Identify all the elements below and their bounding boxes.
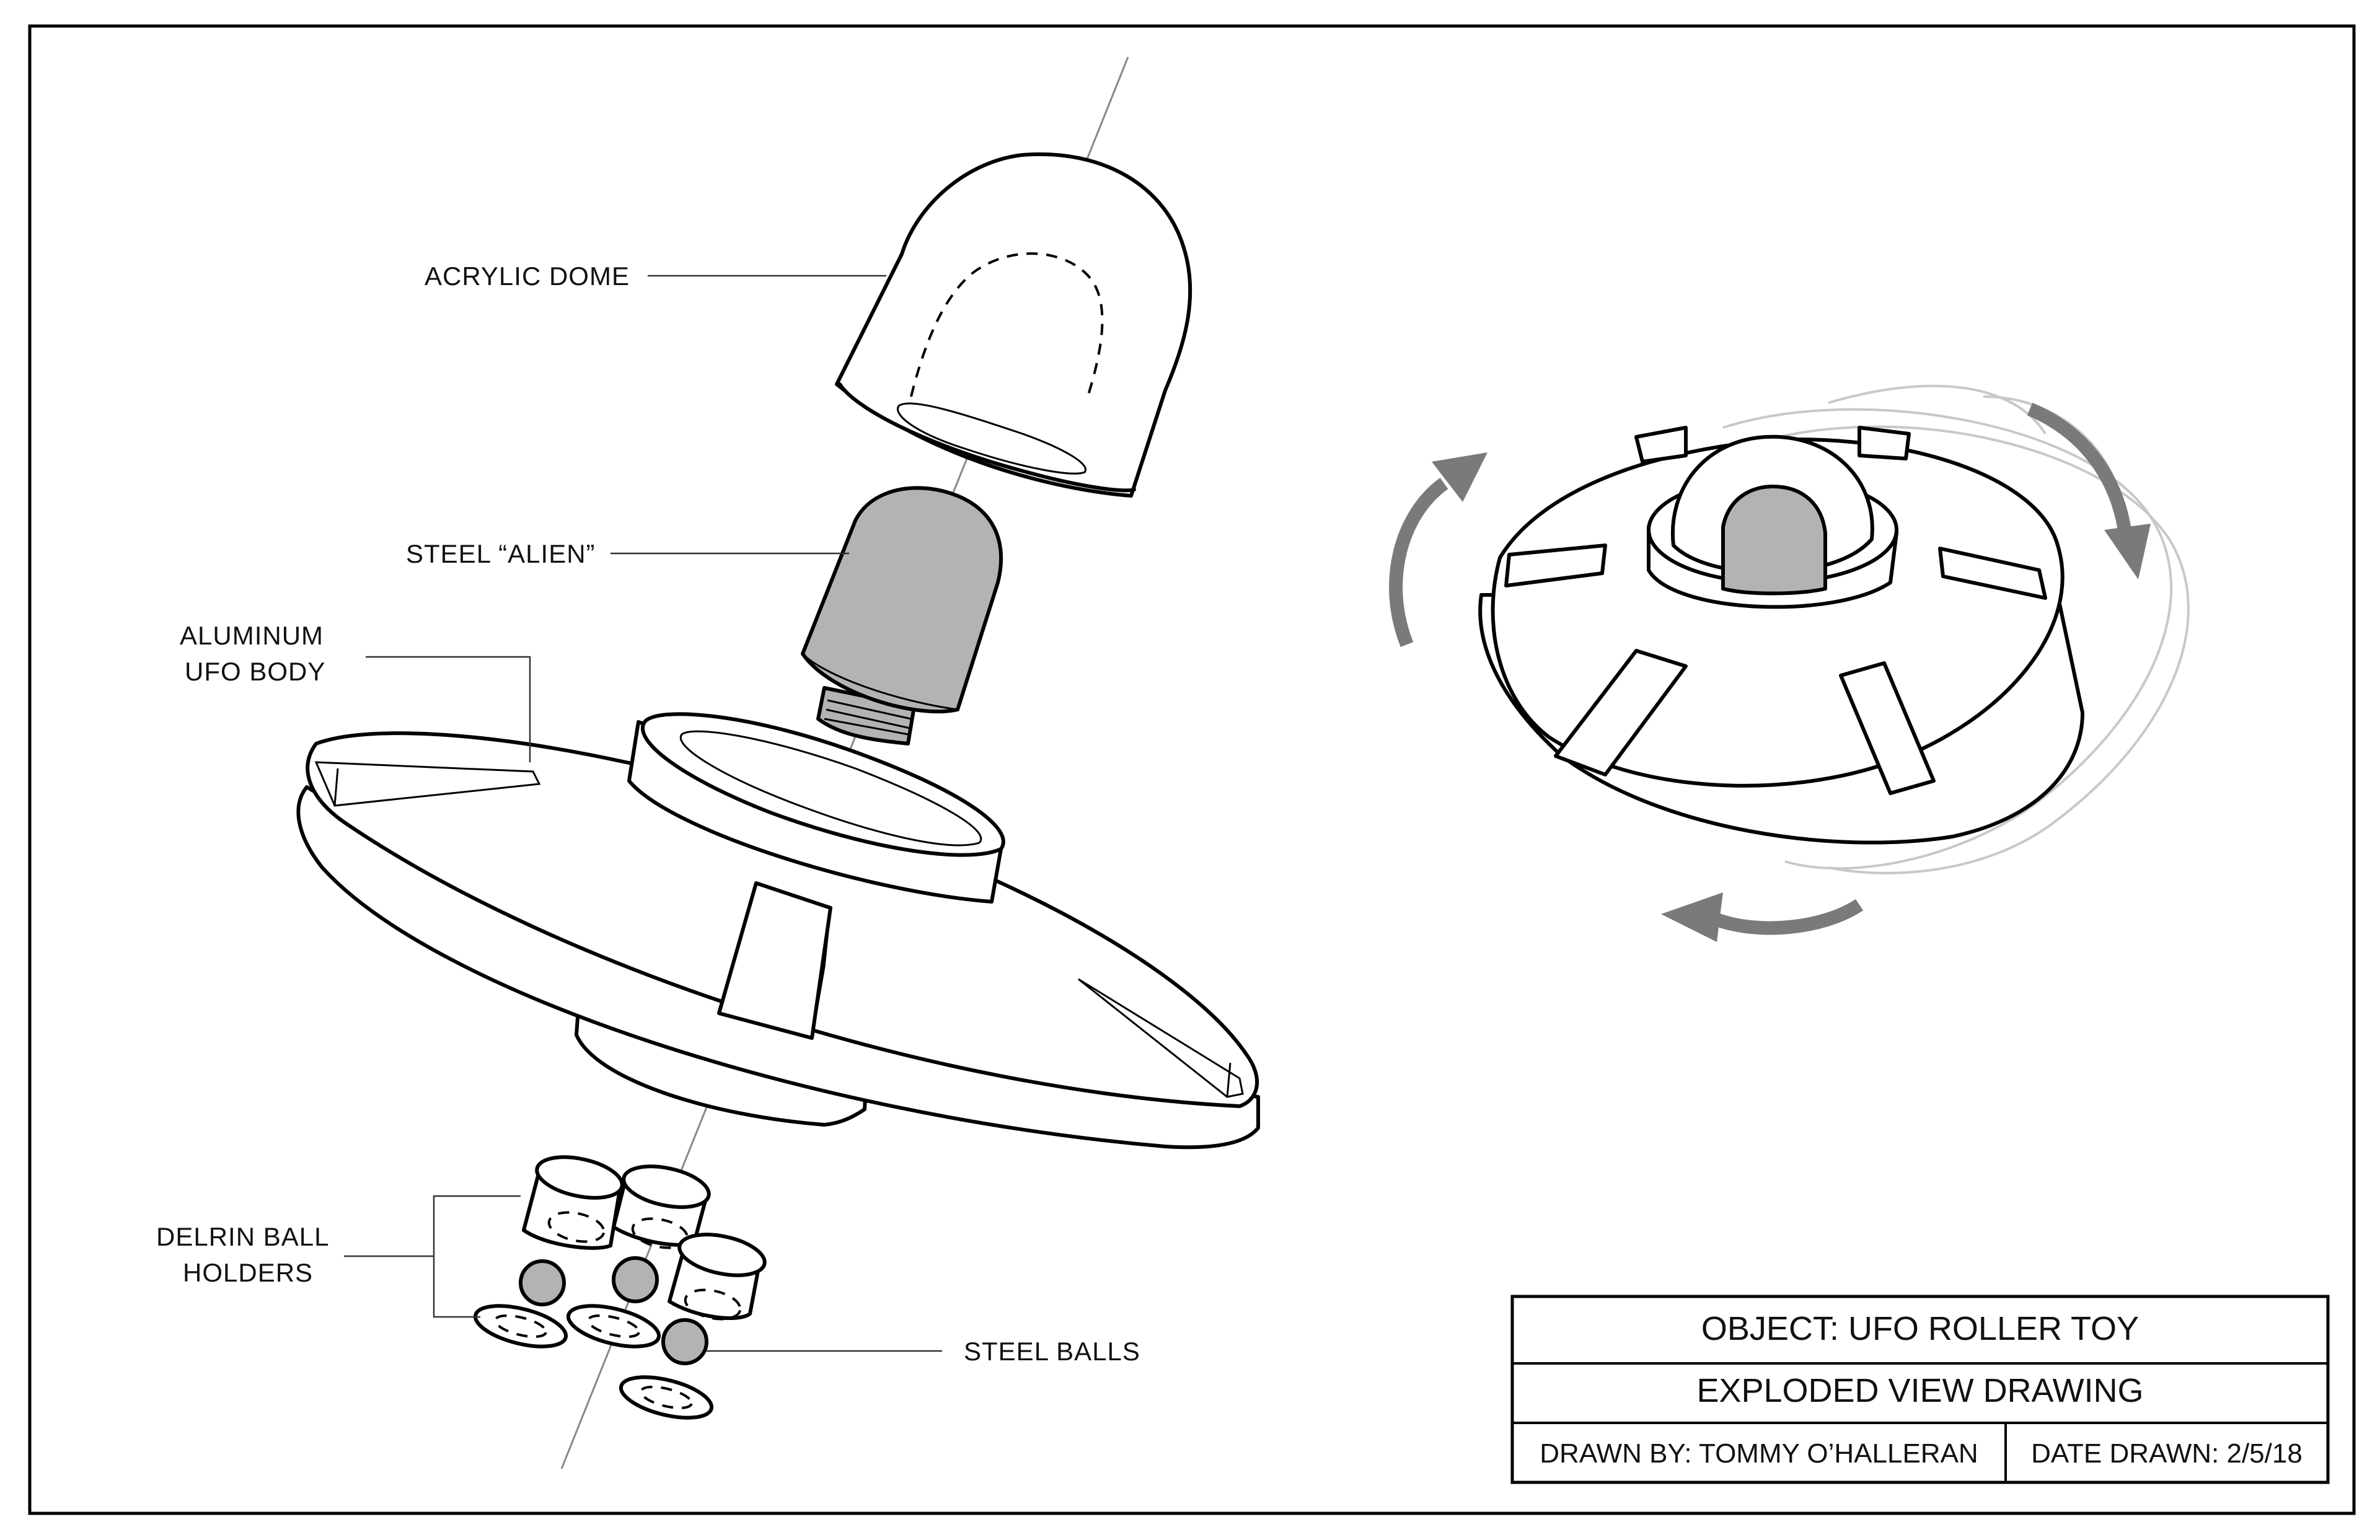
arrow-head-right: [2104, 524, 2151, 579]
ufo-body-part: [296, 712, 1260, 1150]
label-ball-holders-line2: HOLDERS: [183, 1258, 313, 1287]
arrow-head-left: [1432, 452, 1488, 502]
label-ufo-body-line2: UFO BODY: [185, 657, 325, 686]
exploded-view: ACRYLIC DOME STEEL “ALIEN” ALUMINUM UFO …: [156, 56, 1260, 1469]
acrylic-dome-part: [835, 152, 1192, 498]
title-date-drawn: DATE DRAWN: 2/5/18: [2031, 1438, 2303, 1469]
leader-lines: [344, 275, 942, 1352]
arrow-head-bottom: [1661, 892, 1723, 942]
title-block: OBJECT: UFO ROLLER TOY EXPLODED VIEW DRA…: [1510, 1295, 2330, 1484]
steel-alien-part: [801, 486, 1003, 746]
label-ufo-body-line1: ALUMINUM: [180, 621, 324, 650]
label-steel-alien: STEEL “ALIEN”: [406, 539, 596, 568]
title-drawn-by: DRAWN BY: TOMMY O’HALLERAN: [1540, 1438, 1978, 1469]
title-drawing-type: EXPLODED VIEW DRAWING: [1696, 1372, 2143, 1409]
delrin-ball-holders-part: [473, 1155, 767, 1420]
label-ball-holders-line1: DELRIN BALL: [156, 1222, 329, 1251]
assembled-view: [1389, 384, 2190, 942]
label-steel-balls: STEEL BALLS: [964, 1337, 1140, 1366]
steel-balls-part: [519, 1256, 708, 1365]
title-object: OBJECT: UFO ROLLER TOY: [1701, 1310, 2139, 1347]
sheet-border: [28, 24, 2356, 1515]
label-acrylic-dome: ACRYLIC DOME: [425, 262, 630, 291]
assembled-ufo: [1478, 426, 2084, 845]
rotation-arrows: [1389, 402, 2151, 942]
